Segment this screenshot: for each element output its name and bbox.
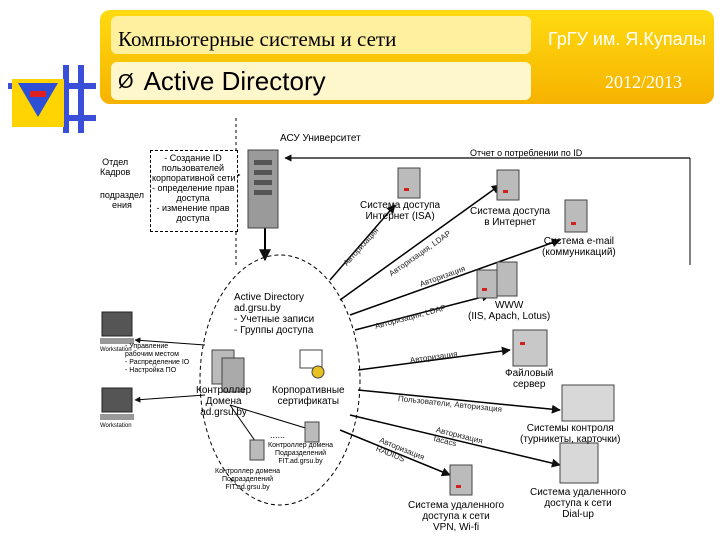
course-title: Компьютерные системы и сети [118, 27, 397, 51]
vpn-label: Система удаленного доступа к сети VPN, W… [408, 500, 505, 533]
dc-sub-label: Контроллер домена Подразделений FIT.ad.g… [268, 442, 334, 465]
workstation-2-icon [100, 387, 134, 420]
inet-server-icon [496, 169, 520, 201]
title-box [111, 16, 531, 54]
workstation-1-icon [100, 311, 134, 344]
edge-inet [339, 184, 501, 301]
edge-www [354, 292, 491, 331]
edge-control [357, 389, 561, 414]
academic-year: 2012/2013 [605, 72, 683, 92]
slide-subtitle: Ø Active Directory [118, 66, 326, 97]
bullet-arrow-icon: Ø [118, 71, 134, 93]
asu-server-icon [247, 149, 279, 229]
control-system-icon [561, 384, 615, 422]
logo-icon [8, 65, 96, 133]
dc-sub2-label: Контроллер домена Подразделений FIT.ad.g… [215, 468, 281, 491]
ws2-label: Workstation [100, 423, 132, 429]
hr-dept-label: Отдел Кадров [100, 157, 131, 177]
isa-server-icon [397, 167, 421, 199]
email-label: Система e-mail (коммуникаций) [542, 236, 616, 258]
hr-note-text: - Создание ID пользователей корпоративно… [152, 153, 236, 223]
dc-label: Контроллер Домена ad.grsu.by [196, 385, 252, 418]
certificate-icon [299, 349, 325, 379]
fileserver-label: Файловый сервер [505, 368, 554, 390]
dc-server-icon [211, 349, 245, 393]
subdivisions-label: подраздел ения [100, 190, 144, 210]
ad-label: Active Directory ad.grsu.by - Учетные за… [234, 292, 315, 336]
vpn-server-icon [449, 464, 473, 496]
fileserver-icon [512, 329, 548, 367]
edge-file [357, 346, 511, 371]
university-name: ГрГУ им. Я.Купалы [548, 29, 707, 49]
subtitle-box [111, 62, 531, 100]
edge-email [349, 238, 561, 316]
dialup-label: Система удаленного доступа к сети Dial-u… [530, 487, 627, 520]
control-label: Системы контроля (турникеты, карточки) [520, 423, 621, 445]
edge-ws2 [134, 394, 206, 403]
www-server-icon [476, 261, 518, 299]
report-label: Отчет о потреблении по ID [470, 148, 583, 158]
dc-sub2-server-icon [304, 421, 320, 443]
hr-note-box [150, 150, 238, 232]
dialup-server-icon [559, 442, 599, 484]
edge-isa [329, 204, 396, 281]
edge-dc-sub2 [229, 404, 313, 431]
inet-access-label: Система доступа в Интернет [470, 206, 551, 228]
edge-ws1 [134, 337, 206, 346]
asu-label: АСУ Университет [280, 133, 361, 144]
www-label: WWW (IIS, Apach, Lotus) [468, 300, 551, 322]
isa-label: Система доступа Интернет (ISA) [360, 200, 441, 222]
edge-dc-sub [229, 404, 259, 446]
subtitle-text: Active Directory [143, 66, 326, 96]
ad-boundary [199, 254, 361, 506]
edge-dialup [349, 414, 561, 468]
dc-sub-server-icon [249, 439, 265, 461]
certs-label: Корпоративные сертификаты [272, 385, 345, 407]
email-server-icon [564, 199, 588, 233]
ellipsis-label: ...... [270, 430, 286, 440]
edge-vpn [339, 429, 451, 477]
ws-note-text: - Управление рабочим местом - Распределе… [125, 343, 190, 374]
ws1-label: Workstation [100, 347, 132, 353]
